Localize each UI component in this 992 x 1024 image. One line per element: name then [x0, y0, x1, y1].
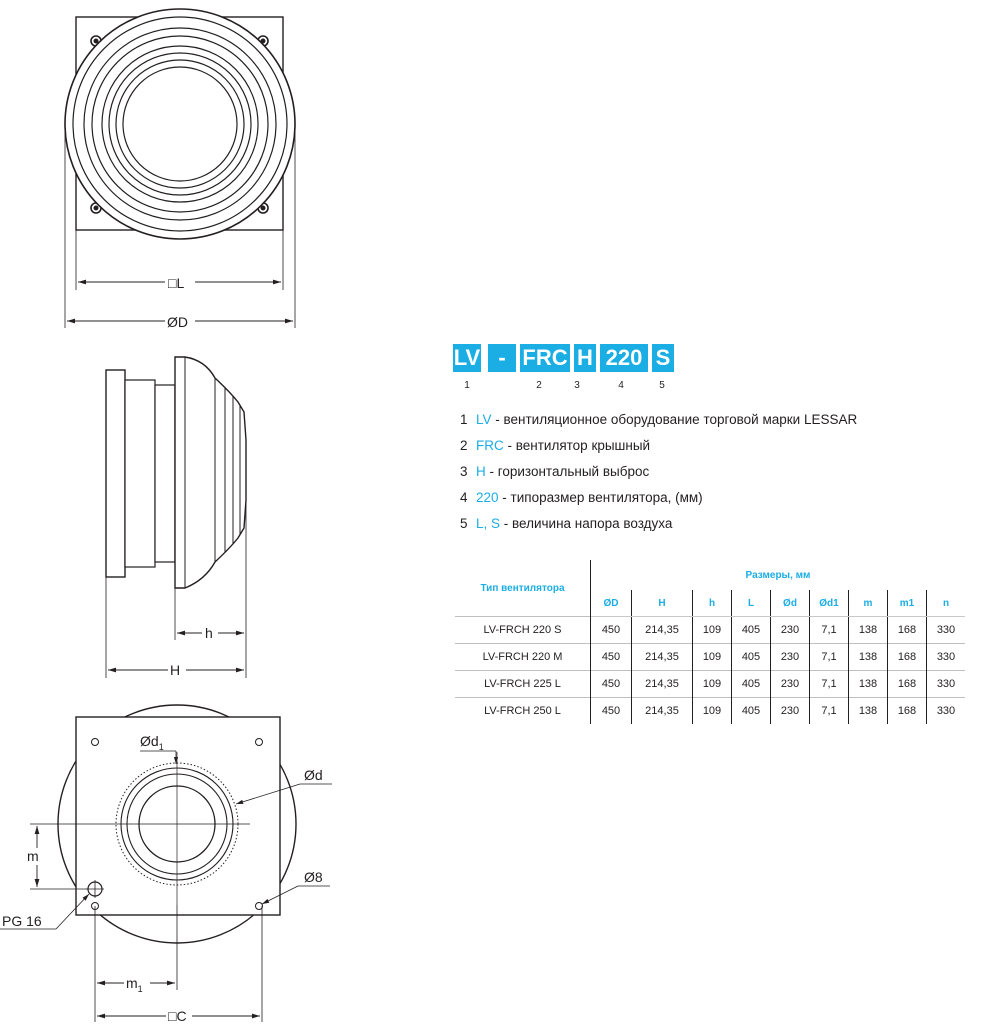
value-cell: 168: [887, 616, 927, 644]
top-view: [64, 8, 296, 328]
value-cell: 450: [590, 616, 632, 644]
dim-m-label: m: [27, 848, 39, 864]
model-cell: LV-FRCH 250 L: [455, 697, 591, 724]
value-cell: 330: [926, 697, 965, 724]
value-cell: 109: [692, 697, 732, 724]
value-cell: 214,35: [631, 670, 693, 698]
value-cell: 330: [926, 643, 965, 671]
col-header: Ød1: [809, 590, 849, 617]
value-cell: 109: [692, 616, 732, 644]
model-cell: LV-FRCH 225 L: [455, 670, 591, 698]
value-cell: 230: [770, 697, 810, 724]
col-header: Ød: [770, 590, 810, 617]
model-cell: LV-FRCH 220 M: [455, 643, 591, 671]
value-cell: 450: [590, 643, 632, 671]
value-cell: 214,35: [631, 616, 693, 644]
value-cell: 109: [692, 670, 732, 698]
value-cell: 330: [926, 616, 965, 644]
bottom-view: [0, 704, 332, 1022]
value-cell: 330: [926, 670, 965, 698]
value-cell: 138: [848, 643, 888, 671]
col-header: H: [631, 590, 693, 617]
dim-8-label: Ø8: [304, 869, 323, 885]
value-cell: 230: [770, 616, 810, 644]
value-cell: 405: [731, 616, 771, 644]
type-header: Тип вентилятора: [455, 560, 591, 617]
side-view: [105, 356, 247, 678]
value-cell: 168: [887, 670, 927, 698]
dim-d-inner-label: Ød: [304, 767, 323, 783]
value-cell: 168: [887, 643, 927, 671]
col-header: m1: [887, 590, 927, 617]
code-num-4: 4: [618, 380, 624, 391]
dim-m1-label: m1: [126, 975, 143, 994]
value-cell: 7,1: [809, 697, 849, 724]
value-cell: 214,35: [631, 697, 693, 724]
code-num-5: 5: [659, 380, 665, 391]
value-cell: 138: [848, 670, 888, 698]
dim-l-label: □L: [168, 275, 184, 291]
model-cell: LV-FRCH 220 S: [455, 616, 591, 644]
value-cell: 405: [731, 697, 771, 724]
col-header: m: [848, 590, 888, 617]
dim-d-label: ØD: [167, 314, 188, 330]
value-cell: 450: [590, 697, 632, 724]
dim-d1-label: Ød1: [140, 733, 164, 752]
value-cell: 214,35: [631, 643, 693, 671]
value-cell: 109: [692, 643, 732, 671]
value-cell: 7,1: [809, 670, 849, 698]
dim-pg16-label: PG 16: [2, 913, 42, 929]
dim-c-label: □C: [168, 1008, 187, 1024]
code-num-2: 2: [536, 380, 542, 391]
code-part-s: S: [652, 344, 674, 372]
code-part-h: H: [574, 344, 596, 372]
col-header: n: [926, 590, 965, 617]
col-header: L: [731, 590, 771, 617]
col-header: h: [692, 590, 732, 617]
code-num-1: 1: [464, 380, 470, 391]
value-cell: 138: [848, 697, 888, 724]
code-part-lv: LV: [453, 344, 481, 372]
value-cell: 405: [731, 670, 771, 698]
col-header: ØD: [590, 590, 632, 617]
code-part-220: 220: [600, 344, 648, 372]
value-cell: 168: [887, 697, 927, 724]
dim-h-small-label: h: [205, 625, 213, 641]
value-cell: 450: [590, 670, 632, 698]
value-cell: 230: [770, 670, 810, 698]
dim-h-label: H: [170, 662, 180, 678]
code-part-dash: -: [488, 344, 516, 372]
value-cell: 230: [770, 643, 810, 671]
code-part-frc: FRC: [520, 344, 570, 372]
value-cell: 405: [731, 643, 771, 671]
dimensions-table: Тип вентилятора Размеры, мм ØD H h L Ød …: [455, 560, 965, 724]
value-cell: 7,1: [809, 616, 849, 644]
value-cell: 138: [848, 616, 888, 644]
dimensions-group-header: Размеры, мм: [590, 560, 965, 590]
value-cell: 7,1: [809, 643, 849, 671]
code-num-3: 3: [574, 380, 580, 391]
